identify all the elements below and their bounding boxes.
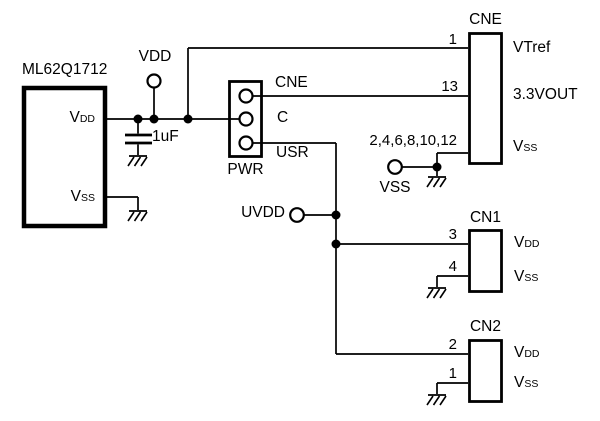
cn2-connector-box: [468, 339, 503, 403]
cn2-pin2-number: 2: [448, 335, 457, 353]
mcu-pin-vdd-label: VDD: [69, 108, 95, 126]
capacitor-symbol: [125, 133, 152, 145]
terminals: [146, 73, 403, 223]
junction-dots: [133, 114, 442, 249]
cne-pin1-name: VTref: [513, 38, 551, 56]
ground-symbol-cne-vss: [426, 176, 447, 188]
pwr-title: PWR: [227, 160, 264, 178]
vdd-terminal-circle: [146, 73, 162, 89]
junction-dot: [432, 162, 442, 172]
capacitor-value-label: 1uF: [152, 127, 179, 145]
mcu-pin-vss-label: VSS: [70, 187, 95, 205]
cn2-pin2-name: VDD: [514, 343, 540, 361]
cn1-pin3-number: 3: [448, 225, 457, 243]
pwr-pin-cne-circle: [238, 88, 254, 104]
cn1-connector-box: [468, 229, 503, 293]
vss-terminal-circle: [387, 159, 403, 175]
ground-symbol-cn1-vss: [426, 287, 447, 299]
cn1-pin4-name: VSS: [514, 267, 539, 285]
junction-dot: [133, 114, 143, 124]
junction-dot: [331, 239, 341, 249]
cn2-title: CN2: [469, 317, 502, 335]
pwr-pin-usr-circle: [238, 135, 254, 151]
mcu-title: ML62Q1712: [22, 60, 108, 78]
cne-pin1-number: 1: [448, 30, 457, 48]
pwr-pin-c-label: C: [277, 108, 289, 126]
cn2-pin1-name: VSS: [514, 373, 539, 391]
uvdd-terminal-circle: [289, 207, 305, 223]
junction-dot: [183, 114, 193, 124]
cn1-pin4-number: 4: [448, 257, 457, 275]
pwr-pin-cne-label: CNE: [275, 73, 308, 91]
wires: [105, 47, 468, 394]
cn1-title: CN1: [469, 208, 502, 226]
cne-title: CNE: [469, 10, 502, 28]
cne-gnd-pin-name: VSS: [513, 137, 538, 155]
cn2-pin1-number: 1: [448, 364, 457, 382]
vss-net-label: VSS: [379, 178, 411, 196]
ground-symbol-mcu-vss: [127, 210, 148, 222]
ground-symbol-cn2-vss: [426, 394, 447, 406]
junction-dot: [331, 210, 341, 220]
junction-dot: [149, 114, 159, 124]
cn1-pin3-name: VDD: [514, 233, 540, 251]
uvdd-net-label: UVDD: [241, 203, 285, 221]
vdd-net-label: VDD: [138, 47, 172, 65]
ground-symbol-cap: [127, 155, 148, 167]
pwr-pin-c-circle: [238, 111, 254, 127]
mcu-box: [21, 85, 108, 229]
cne-pin13-name: 3.3VOUT: [513, 85, 578, 103]
cne-connector-box: [468, 32, 503, 165]
cne-pin13-number: 13: [441, 77, 458, 95]
cne-gnd-pin-numbers: 2,4,6,8,10,12: [369, 131, 457, 149]
pwr-pin-usr-label: USR: [276, 143, 309, 161]
